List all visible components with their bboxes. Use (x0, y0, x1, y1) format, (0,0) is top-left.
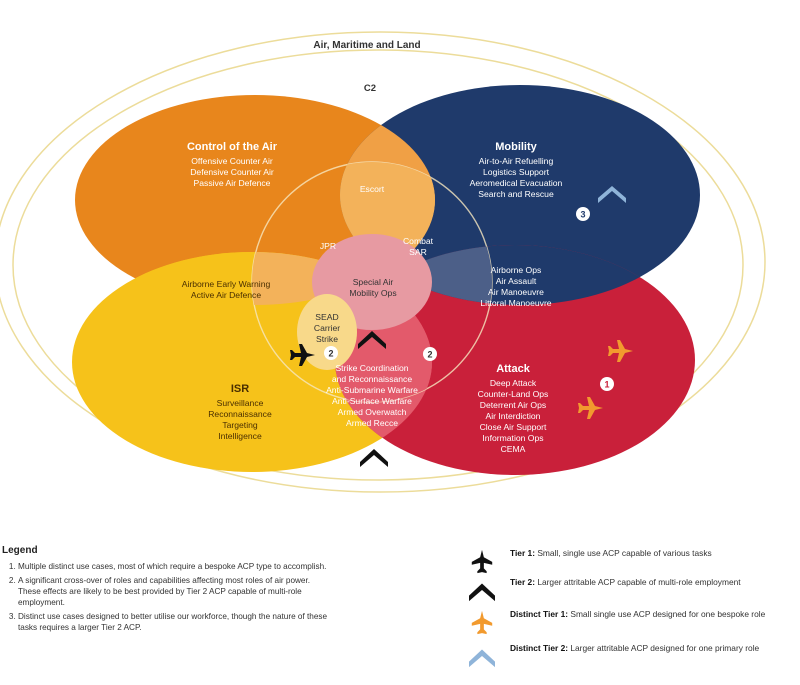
inner-ring-c2 (12, 49, 744, 481)
black-chevron-icon (360, 449, 388, 467)
attack-item: Air Interdiction (486, 411, 541, 421)
escort-label: Escort (360, 184, 385, 194)
orange-aircraft-icon (578, 397, 603, 419)
strike-coord-label: Armed Recce (346, 418, 398, 428)
isr-item: Surveillance (217, 398, 264, 408)
marker-2-right: 2 (423, 347, 437, 361)
tier-label: Distinct Tier 2: (510, 643, 569, 653)
attack-item: Deterrent Air Ops (480, 400, 546, 410)
combat-sar-label: Combat (403, 236, 434, 246)
legend-title: Legend (2, 545, 38, 556)
strike-coord-label: Anti-Submarine Warfare (326, 385, 418, 395)
legend-note: A significant cross-over of roles and ca… (18, 575, 328, 608)
sead-label: SEAD (315, 312, 338, 322)
svg-text:3: 3 (580, 210, 585, 220)
blue-chevron-icon (598, 186, 626, 203)
orange-aircraft-icon (608, 340, 633, 362)
blue-chevron-icon (469, 649, 495, 668)
isr-title: ISR (231, 383, 249, 395)
attack-labels: Attack Deep Attack Counter-Land Ops Dete… (478, 363, 549, 454)
mobility-item: Air-to-Air Refuelling (479, 156, 554, 166)
isr-item: Intelligence (218, 431, 262, 441)
control-of-air-item: Defensive Counter Air (190, 167, 274, 177)
strike-coord-label: Armed Overwatch (338, 407, 407, 417)
marker-3: 3 (576, 207, 590, 221)
attack-item: Deep Attack (490, 378, 537, 388)
tier-label: Distinct Tier 1: (510, 609, 569, 619)
isr-labels: ISR Surveillance Reconnaissance Targetin… (208, 383, 272, 441)
black-chevron-icon (469, 583, 495, 602)
sead-label: Carrier (314, 323, 340, 333)
orange-aircraft-icon (471, 610, 493, 635)
tier-desc: Small, single use ACP capable of various… (537, 548, 712, 558)
airborne-ew-label: Active Air Defence (191, 290, 261, 300)
control-of-air-title: Control of the Air (187, 141, 278, 153)
strike-coord-label: and Reconnaissance (332, 374, 412, 384)
strike-coord-label: Strike Coordination (335, 363, 408, 373)
combat-sar-label: SAR (409, 247, 427, 257)
outer-ring-label: Air, Maritime and Land (313, 40, 420, 51)
svg-text:2: 2 (427, 350, 432, 360)
attack-item: Counter-Land Ops (478, 389, 549, 399)
legend-notes: Multiple distinct use cases, most of whi… (4, 561, 328, 636)
mobility-labels: Mobility Air-to-Air Refuelling Logistics… (470, 141, 563, 199)
control-of-air-item: Passive Air Defence (194, 178, 271, 188)
strike-coord-label: Anti-Surface Warfare (332, 396, 412, 406)
airborne-ops-label: Airborne Ops (491, 265, 542, 275)
marker-1: 1 (600, 377, 614, 391)
airborne-ops-label: Littoral Manoeuvre (480, 298, 551, 308)
mobility-title: Mobility (495, 141, 537, 153)
tier-desc: Small single use ACP designed for one be… (570, 609, 766, 619)
tier-label: Tier 1: (510, 548, 535, 558)
attack-title: Attack (496, 363, 531, 375)
attack-item: Information Ops (482, 433, 543, 443)
sead-label: Strike (316, 334, 338, 344)
legend-note: Multiple distinct use cases, most of whi… (18, 561, 328, 572)
special-air-label: Special Air (353, 277, 394, 287)
tier-desc: Larger attritable ACP capable of multi-r… (537, 577, 741, 587)
mobility-item: Logistics Support (483, 167, 550, 177)
svg-text:1: 1 (604, 380, 609, 390)
mobility-item: Search and Rescue (478, 189, 554, 199)
venn-diagram: Air, Maritime and Land C2 Control of the… (0, 31, 766, 493)
attack-item: CEMA (501, 444, 526, 454)
control-of-air-labels: Control of the Air Offensive Counter Air… (187, 141, 278, 188)
svg-text:2: 2 (328, 349, 333, 359)
airborne-ops-label: Air Manoeuvre (488, 287, 544, 297)
legend-note: Distinct use cases designed to better ut… (18, 611, 328, 633)
black-aircraft-icon (290, 344, 315, 366)
tier-desc: Larger attritable ACP designed for one p… (570, 643, 760, 653)
c2-label: C2 (364, 83, 376, 94)
black-aircraft-icon (471, 549, 493, 574)
outer-ring-air-maritime-land (0, 31, 766, 493)
region-mobility (340, 85, 700, 305)
control-of-air-item: Offensive Counter Air (191, 156, 273, 166)
airborne-ops-label: Air Assault (496, 276, 537, 286)
tier-label: Tier 2: (510, 577, 535, 587)
special-air-label: Mobility Ops (349, 288, 396, 298)
attack-item: Close Air Support (480, 422, 547, 432)
sead-zone (297, 294, 357, 370)
isr-item: Targeting (222, 420, 258, 430)
isr-item: Reconnaissance (208, 409, 272, 419)
airborne-ew-label: Airborne Early Warning (182, 279, 271, 289)
mobility-item: Aeromedical Evacuation (470, 178, 563, 188)
black-chevron-icon (358, 331, 386, 349)
jpr-label: JPR (320, 241, 336, 251)
marker-2-left: 2 (324, 346, 338, 360)
